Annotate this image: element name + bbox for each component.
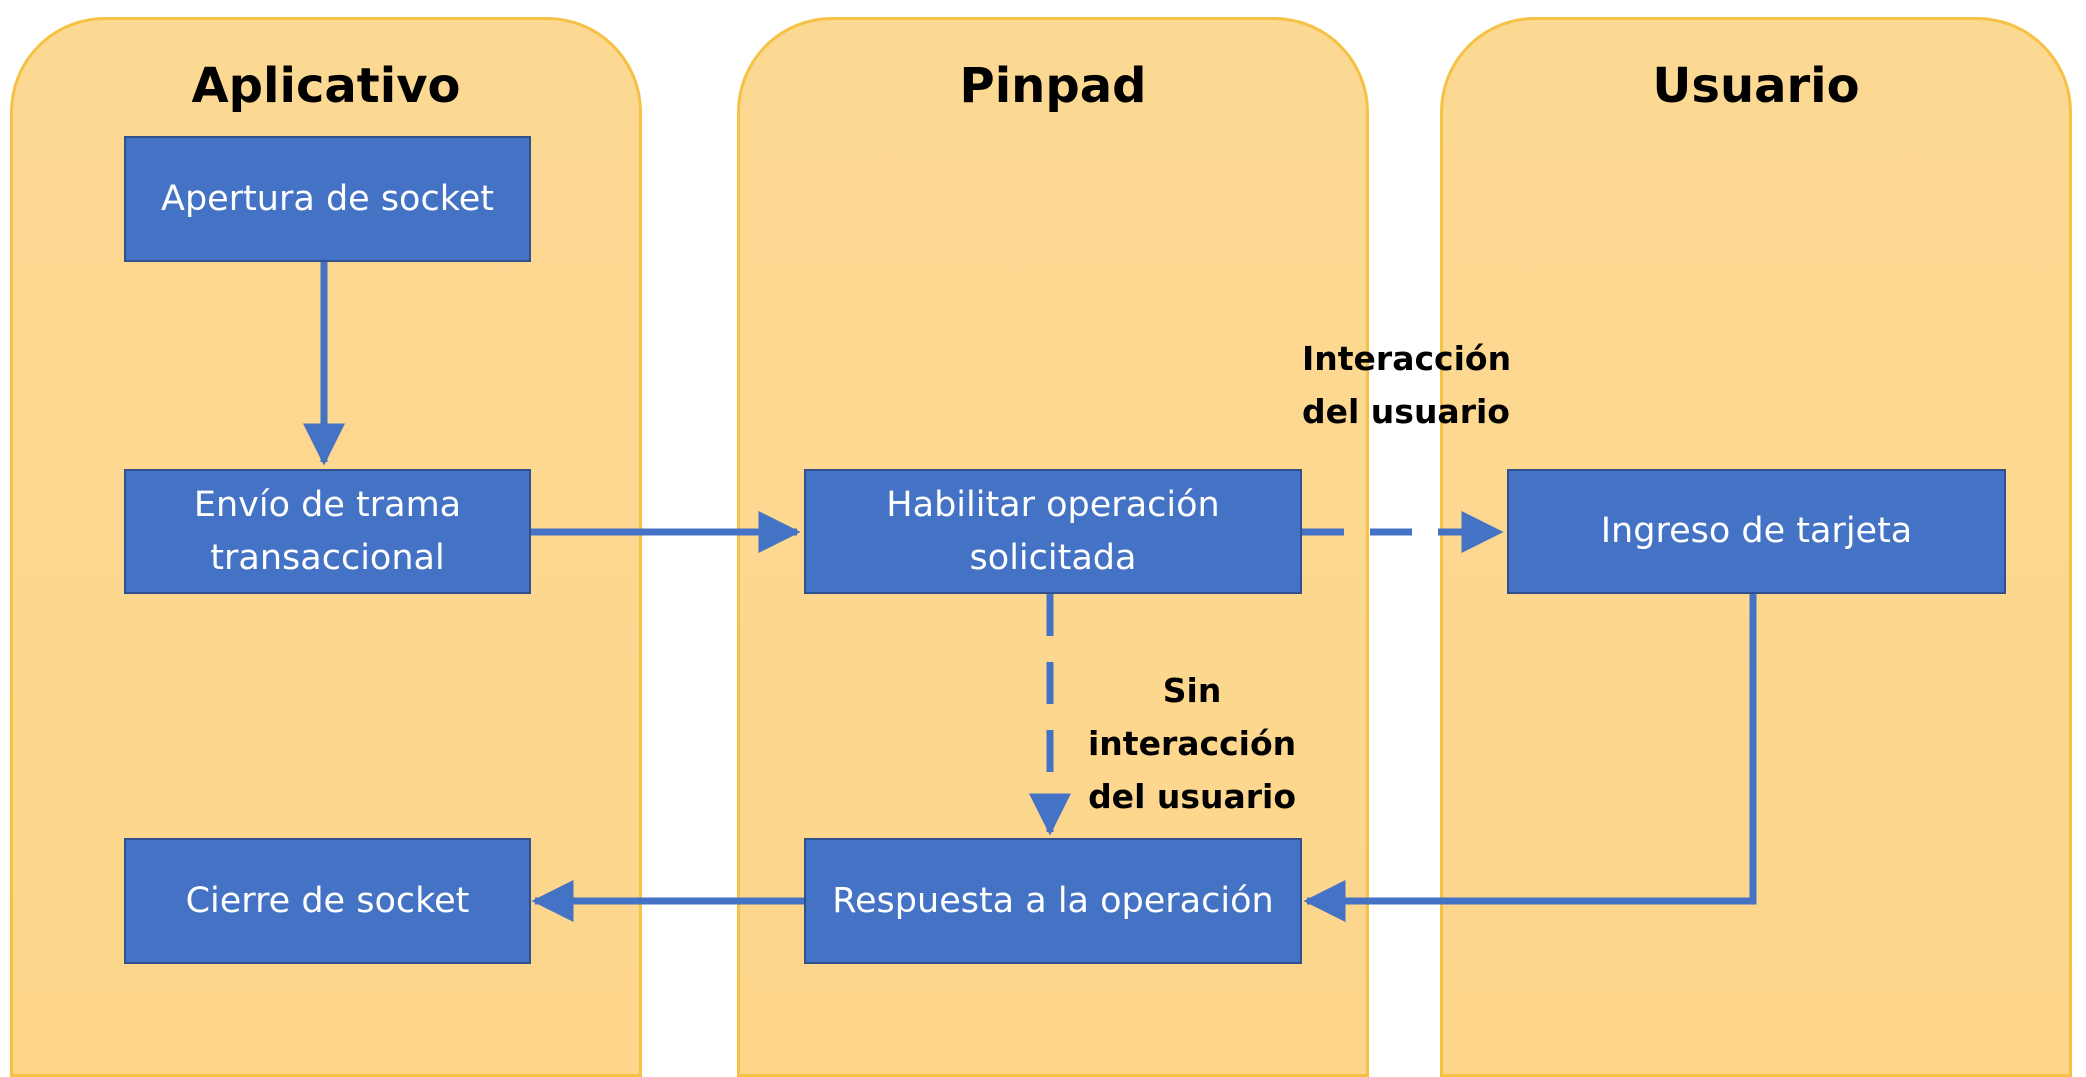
box-apertura-label: Apertura de socket — [161, 178, 494, 219]
box-respuesta-operacion: Respuesta a la operación — [804, 838, 1302, 964]
box-envio-de-trama: Envío de trama transaccional — [124, 469, 531, 594]
box-cierre-label: Cierre de socket — [185, 880, 470, 921]
box-apertura-de-socket: Apertura de socket — [124, 136, 531, 262]
box-envio-label: Envío de trama transaccional — [193, 484, 462, 578]
arrow-ingreso-to-respuesta — [1303, 594, 1757, 922]
box-cierre-de-socket: Cierre de socket — [124, 838, 531, 964]
box-habilitar-label: Habilitar operación solicitada — [886, 484, 1220, 578]
box-respuesta-label: Respuesta a la operación — [832, 880, 1274, 921]
lane-title-usuario: Usuario — [1652, 58, 1860, 114]
box-ingreso-label: Ingreso de tarjeta — [1600, 511, 1913, 551]
box-ingreso-de-tarjeta: Ingreso de tarjeta — [1507, 469, 2006, 594]
label-interaccion-del-usuario: Interacción del usuario — [1302, 339, 1512, 431]
box-habilitar-operacion: Habilitar operación solicitada — [804, 469, 1302, 594]
connectors — [303, 262, 1757, 922]
lane-title-aplicativo: Aplicativo — [191, 58, 461, 114]
label-sin-interaccion-del-usuario: Sin interacción del usuario — [1088, 671, 1297, 816]
lane-title-pinpad: Pinpad — [959, 58, 1147, 114]
